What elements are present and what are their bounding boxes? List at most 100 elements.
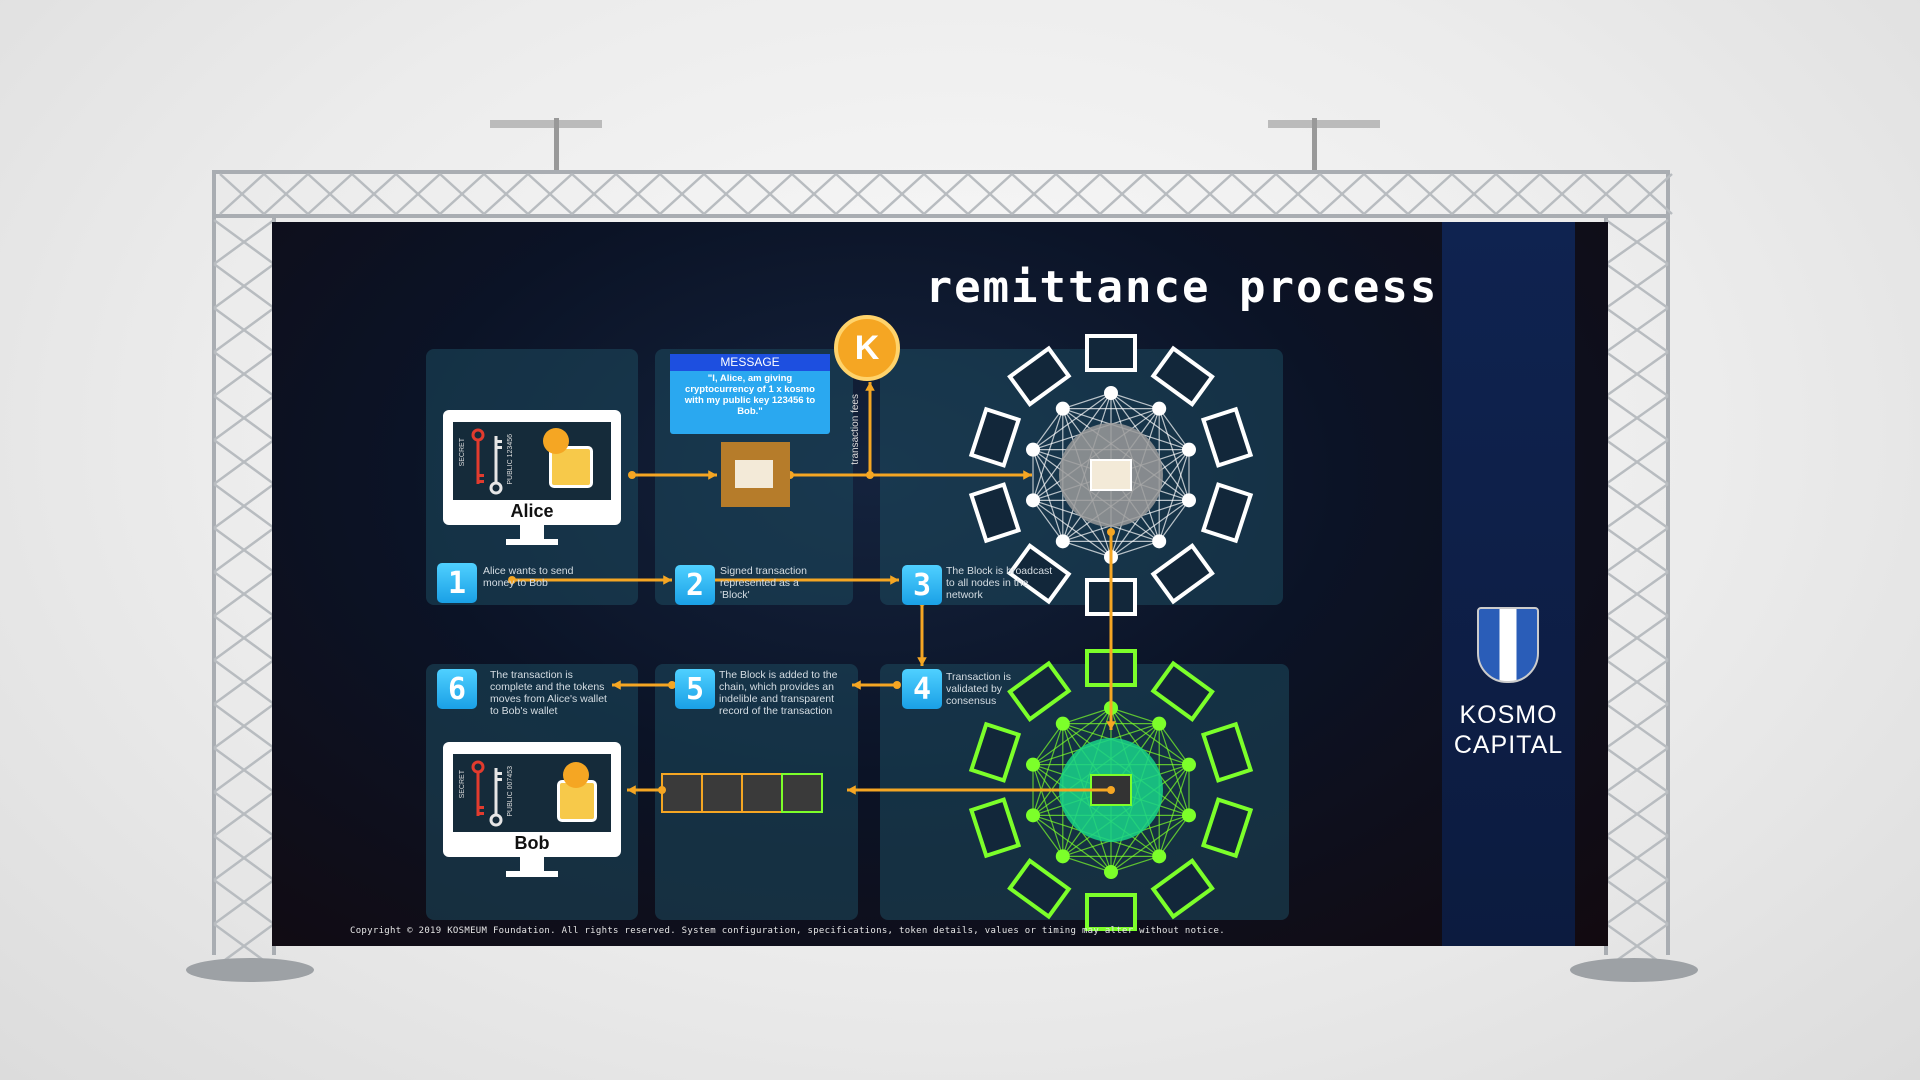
arrow-head	[847, 785, 856, 795]
node-computer-icon	[1150, 858, 1215, 920]
arrow-dot	[893, 681, 901, 689]
network-node	[1181, 808, 1196, 823]
chain-block-icon	[661, 773, 703, 813]
truss-brace	[1187, 173, 1233, 215]
network-link	[1062, 855, 1112, 873]
node-computer-icon	[1085, 334, 1137, 372]
arrow-dot	[628, 471, 636, 479]
network-diagram	[508, 334, 1254, 931]
step-badge-3: 3	[902, 565, 942, 605]
truss-brace	[439, 173, 485, 215]
node-computer-icon	[1085, 893, 1137, 931]
public-label: PUBLIC	[507, 459, 514, 485]
brand-line2: CAPITAL	[1453, 731, 1564, 759]
network-node	[1055, 716, 1070, 731]
truss-brace	[483, 173, 529, 215]
network-link	[1032, 707, 1112, 766]
truss-brace	[307, 173, 353, 215]
secret-key-icon	[471, 760, 485, 816]
signed-block-icon	[721, 442, 790, 507]
step-badge-4: 4	[902, 669, 942, 709]
node-computer-icon	[1007, 660, 1072, 722]
truss-brace	[967, 173, 1013, 215]
lamp-right-arm	[1312, 118, 1317, 172]
truss-brace	[1605, 526, 1669, 574]
truss-brace	[1605, 790, 1669, 838]
node-computer-icon	[1007, 345, 1072, 407]
network-link	[1110, 855, 1160, 873]
truss-brace	[1231, 173, 1277, 215]
node-computer-icon	[1150, 345, 1215, 407]
bob-name: Bob	[514, 833, 550, 853]
bob-computer: SECRET PUBLIC 007453 Bob	[443, 742, 621, 877]
step-text-5: The Block is added to the chain, which p…	[719, 669, 838, 717]
truss-brace	[1605, 218, 1669, 266]
step-text-3: The Block is broadcast to all nodes in t…	[946, 565, 1053, 601]
network-node	[1104, 386, 1118, 400]
truss-brace	[1605, 834, 1669, 882]
arrow-dot	[866, 471, 874, 479]
arrow-dot	[1107, 786, 1115, 794]
step-text-6: The transaction is complete and the toke…	[490, 669, 607, 717]
truss-brace	[1055, 173, 1101, 215]
truss-brace	[1363, 173, 1409, 215]
lamp-left	[490, 120, 602, 128]
arrow-head	[627, 785, 636, 795]
truss-brace	[791, 173, 837, 215]
truss-brace	[1143, 173, 1189, 215]
arrow-head	[852, 680, 861, 690]
truss-brace	[213, 570, 275, 618]
network-node	[1152, 849, 1167, 864]
network-link	[1062, 707, 1112, 725]
lamp-left-arm	[554, 118, 559, 172]
truss-brace	[1605, 262, 1669, 310]
step-text-1: Alice wants to send money to Bob	[483, 565, 574, 589]
truss-brace	[659, 173, 705, 215]
network-link	[1158, 723, 1190, 766]
truss-brace	[1605, 350, 1669, 398]
secret-label: SECRET	[459, 770, 466, 799]
alice-computer: SECRET PUBLIC 123456 Alice	[443, 410, 621, 545]
step-badge-5: 5	[675, 669, 715, 709]
truss-brace	[615, 173, 661, 215]
truss-brace	[1275, 173, 1321, 215]
coin-icon	[563, 762, 589, 788]
network-node	[1026, 757, 1041, 772]
node-computer-icon	[1200, 482, 1254, 544]
truss-brace	[213, 614, 275, 662]
network-link	[1158, 408, 1190, 451]
network-link	[1032, 392, 1112, 451]
network-node	[1055, 401, 1070, 416]
truss-brace	[1539, 173, 1585, 215]
coin-symbol: K	[854, 328, 880, 367]
truss-brace	[395, 173, 441, 215]
step-badge-6: 6	[437, 669, 477, 709]
truss-brace	[1605, 614, 1669, 662]
truss-brace	[1627, 173, 1673, 215]
node-computer-icon	[968, 406, 1022, 468]
truss-brace	[1319, 173, 1365, 215]
network-link	[1062, 392, 1112, 410]
truss-brace	[1407, 173, 1453, 215]
truss-brace	[1451, 173, 1497, 215]
network-link	[1110, 707, 1190, 766]
node-computer-icon	[968, 721, 1022, 783]
network-node	[1026, 442, 1041, 457]
network-node	[1152, 401, 1167, 416]
network-node	[1181, 442, 1196, 457]
network-link	[1062, 540, 1112, 558]
truss-brace	[1583, 173, 1629, 215]
chain-block-icon	[781, 773, 823, 813]
arrow-head	[663, 575, 672, 585]
network-node	[1055, 849, 1070, 864]
network-link	[1158, 449, 1190, 542]
node-computer-icon	[1007, 543, 1072, 605]
message-header: MESSAGE	[670, 354, 830, 371]
network-node	[1181, 493, 1196, 508]
public-key-label: PUBLIC 123456	[507, 434, 515, 485]
coin-icon	[543, 428, 569, 454]
public-key-icon	[489, 436, 503, 495]
node-computer-icon	[1007, 858, 1072, 920]
truss-brace	[1605, 746, 1669, 794]
node-computer-icon	[1150, 660, 1215, 722]
